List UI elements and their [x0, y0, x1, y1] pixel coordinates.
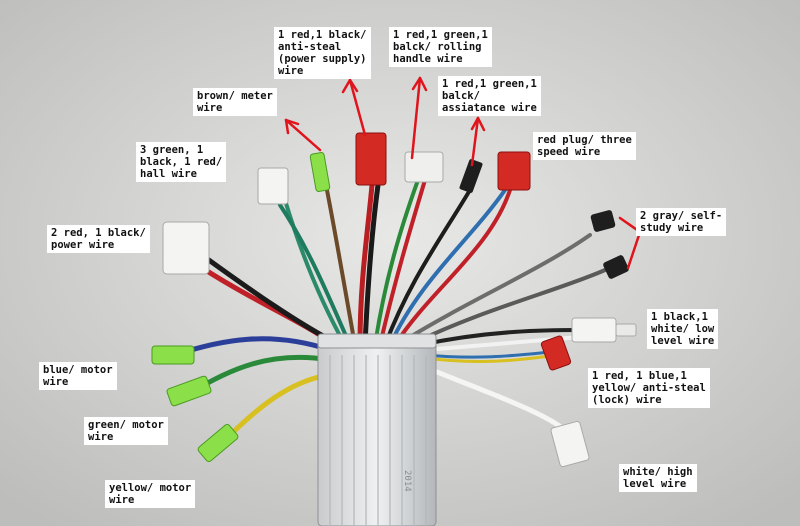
- connectors: [151, 132, 637, 468]
- label-three-speed-wire: red plug/ three speed wire: [533, 132, 636, 160]
- label-low-level-wire: 1 black,1 white/ low level wire: [647, 309, 719, 349]
- label-meter-wire: brown/ meter wire: [193, 88, 277, 116]
- label-hall-wire: 3 green, 1 black, 1 red/ hall wire: [136, 142, 227, 182]
- arrow-power-supply: [348, 78, 367, 137]
- label-high-level-wire: white/ high level wire: [619, 464, 697, 492]
- arrow-rolling-handle-head: [411, 76, 428, 92]
- arrow-rolling-handle: [410, 76, 422, 160]
- controller-box: 2014: [317, 333, 437, 526]
- label-blue-motor-wire: blue/ motor wire: [39, 362, 117, 390]
- controller-marking: 2014: [402, 470, 412, 492]
- arrow-assistance-head: [470, 116, 486, 132]
- label-assistance-wire: 1 red,1 green,1 balck/ assiatance wire: [438, 76, 541, 116]
- pointer-arrows: [284, 76, 642, 270]
- label-self-study-wire: 2 gray/ self- study wire: [636, 208, 727, 236]
- arrow-power-supply-head: [341, 78, 359, 94]
- label-power-wire: 2 red, 1 black/ power wire: [47, 225, 150, 253]
- arrow-assistance: [470, 116, 480, 167]
- label-rolling-handle-wire: 1 red,1 green,1 balck/ rolling handle wi…: [389, 27, 492, 67]
- label-anti-steal-lock-wire: 1 red, 1 blue,1 yellow/ anti-steal (lock…: [588, 368, 710, 408]
- label-green-motor-wire: green/ motor wire: [84, 417, 168, 445]
- arrow-meter: [284, 118, 322, 152]
- arrow-meter-head: [284, 118, 300, 135]
- label-power-supply-wire: 1 red,1 black/ anti-steal (power supply)…: [274, 27, 371, 79]
- label-yellow-motor-wire: yellow/ motor wire: [105, 480, 196, 508]
